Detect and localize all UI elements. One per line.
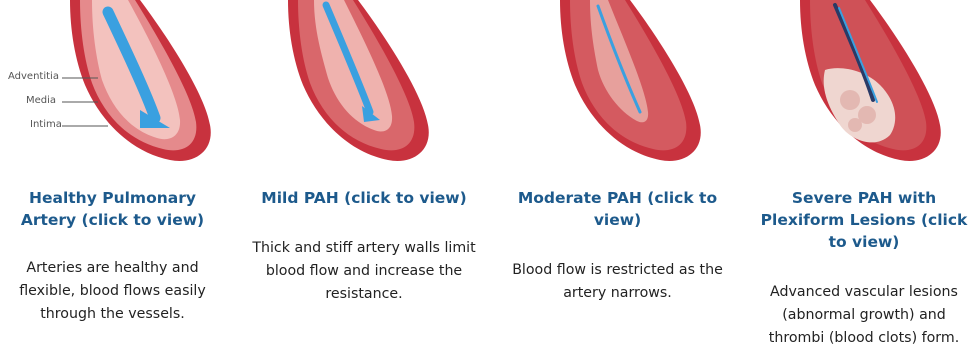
panel-healthy[interactable]: Adventitia Media Intima Healthy Pulmonar… <box>0 0 225 351</box>
moderate-title-link[interactable]: Moderate PAH (click to view) <box>500 187 735 231</box>
mild-description: Thick and stiff artery walls limit blood… <box>248 237 480 306</box>
panel-severe[interactable]: Severe PAH with Plexiform Lesions (click… <box>755 0 973 351</box>
mild-title-link[interactable]: Mild PAH (click to view) <box>248 187 480 209</box>
adventitia-label: Adventitia <box>8 71 59 82</box>
intima-label: Intima <box>30 119 62 130</box>
severe-pah-artery-illustration[interactable] <box>755 0 973 175</box>
healthy-artery-illustration[interactable] <box>0 0 225 175</box>
panel-moderate[interactable]: Moderate PAH (click to view) Blood flow … <box>500 0 735 351</box>
healthy-title-link[interactable]: Healthy Pulmonary Artery (click to view) <box>0 187 225 231</box>
severe-title-link[interactable]: Severe PAH with Plexiform Lesions (click… <box>755 187 973 253</box>
media-label: Media <box>26 95 56 106</box>
healthy-description: Arteries are healthy and flexible, blood… <box>0 257 225 326</box>
panel-mild[interactable]: Mild PAH (click to view) Thick and stiff… <box>248 0 480 351</box>
severe-description: Advanced vascular lesions (abnormal grow… <box>755 281 973 350</box>
mild-pah-artery-illustration[interactable] <box>248 0 480 175</box>
moderate-description: Blood flow is restricted as the artery n… <box>500 259 735 305</box>
moderate-pah-artery-illustration[interactable] <box>500 0 735 175</box>
